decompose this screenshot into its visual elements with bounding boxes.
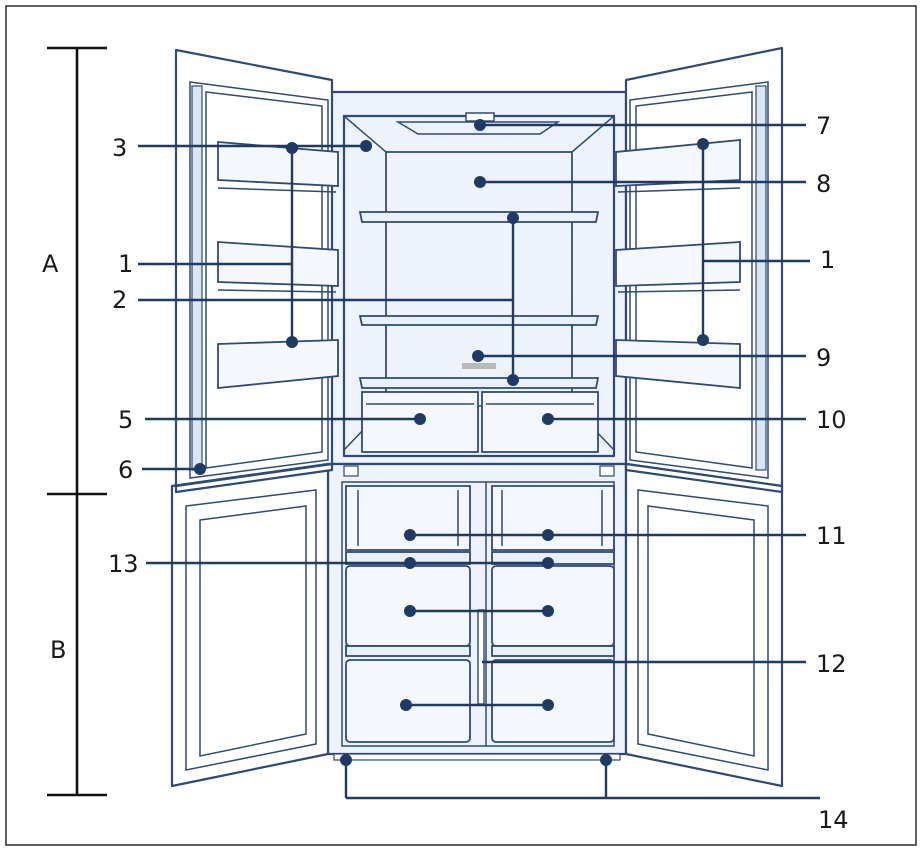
glass-shelf-bottom: [358, 377, 600, 389]
crisper-drawer-right: [481, 391, 599, 453]
glass-shelf-middle: [358, 315, 600, 326]
freezer-drawer-right-middle: [491, 565, 615, 647]
door-bin-right-top: [615, 139, 741, 187]
label-3: 3: [112, 134, 127, 162]
label-8: 8: [816, 170, 831, 198]
label-2: 2: [112, 286, 127, 314]
label-1-right: 1: [820, 246, 835, 274]
label-7: 7: [816, 112, 831, 140]
label-14: 14: [818, 806, 849, 834]
callout-lines: [138, 119, 820, 800]
zone-scale-bar: [36, 46, 107, 797]
fridge-cabinet: [326, 90, 628, 466]
freezer-top-drawer-right: [491, 485, 615, 551]
door-bin-right-bottom: [615, 339, 741, 389]
fridge-door-right: [615, 46, 784, 488]
image-frame: [5, 5, 917, 846]
freezer-drawer-right-bottom: [491, 659, 615, 743]
label-10: 10: [816, 406, 847, 434]
glass-shelf-top: [358, 211, 600, 223]
filter-unit: [462, 363, 496, 369]
door-bin-right-middle: [615, 241, 741, 287]
door-bin-left-bottom: [217, 339, 339, 389]
door-bin-left-top: [217, 141, 339, 187]
label-zone-a: A: [42, 250, 59, 278]
light-fixture: [395, 121, 561, 135]
freezer-door-left: [170, 462, 330, 788]
fridge-door-left: [174, 48, 339, 488]
label-12: 12: [816, 650, 847, 678]
label-zone-b: B: [50, 636, 66, 664]
label-6: 6: [118, 456, 133, 484]
label-13: 13: [108, 550, 139, 578]
freezer-door-right: [624, 462, 784, 788]
label-5: 5: [118, 406, 133, 434]
freezer-divider: [477, 609, 485, 705]
label-11: 11: [816, 522, 847, 550]
label-9: 9: [816, 344, 831, 372]
label-1-left: 1: [118, 250, 133, 278]
